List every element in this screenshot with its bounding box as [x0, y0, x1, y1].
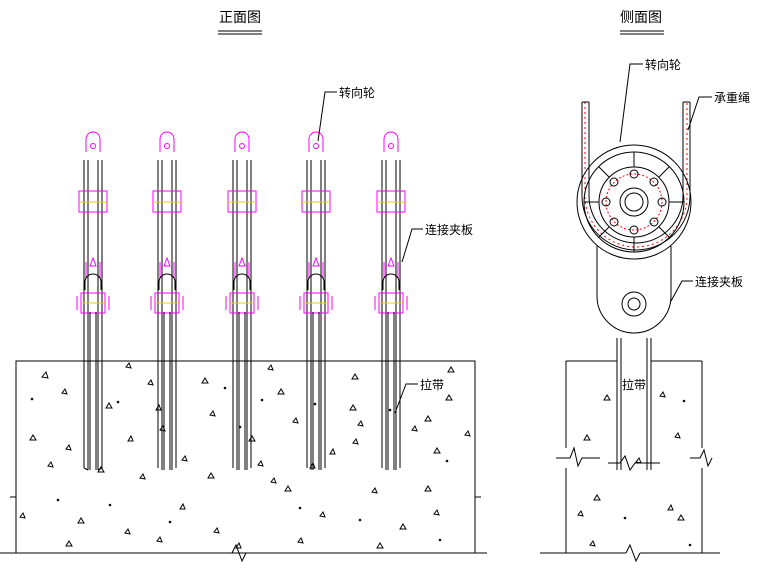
front-label-strap: 拉带: [420, 377, 444, 392]
front-pulley-unit-5: [374, 131, 408, 470]
side-label-connecting-plate: 连接夹板: [695, 274, 743, 289]
side-leader-steering-wheel: 转向轮: [619, 57, 681, 143]
front-ground-line: [0, 496, 487, 563]
side-ground-line: [540, 543, 720, 563]
side-strap: [608, 338, 660, 472]
side-label-steering-wheel: 转向轮: [645, 57, 681, 72]
side-leader-connecting-plate: 连接夹板: [670, 274, 743, 302]
side-view: 转向轮 承重绳 连接夹板 拉带: [540, 57, 750, 563]
front-pulley-unit-1: [76, 131, 110, 471]
side-concrete-block: [556, 360, 713, 553]
front-pulley-unit-4: [299, 131, 333, 470]
side-steering-wheel: [576, 144, 692, 260]
front-pulley-unit-2: [150, 131, 184, 470]
front-leader-connecting-plate: 连接夹板: [401, 222, 473, 263]
front-concrete-hatch: [19, 361, 471, 549]
side-label-strap: 拉带: [622, 377, 646, 392]
front-leader-steering-wheel: 转向轮: [317, 85, 375, 142]
side-label-load-rope: 承重绳: [714, 91, 750, 105]
side-leader-load-rope: 承重绳: [687, 91, 750, 131]
side-view-title-group: 侧面图: [620, 10, 664, 35]
front-view: 转向轮 连接夹板 拉带: [0, 85, 487, 563]
front-pulley-unit-3: [225, 131, 259, 470]
side-load-rope: [581, 101, 691, 251]
side-view-title: 侧面图: [620, 10, 662, 26]
front-leader-strap: 拉带: [394, 377, 444, 414]
side-connecting-plate: [596, 246, 672, 334]
front-label-steering-wheel: 转向轮: [339, 85, 375, 100]
front-label-connecting-plate: 连接夹板: [425, 222, 473, 237]
side-concrete-hatch: [577, 390, 692, 547]
front-view-title: 正面图: [219, 10, 261, 26]
front-view-title-group: 正面图: [218, 10, 262, 35]
